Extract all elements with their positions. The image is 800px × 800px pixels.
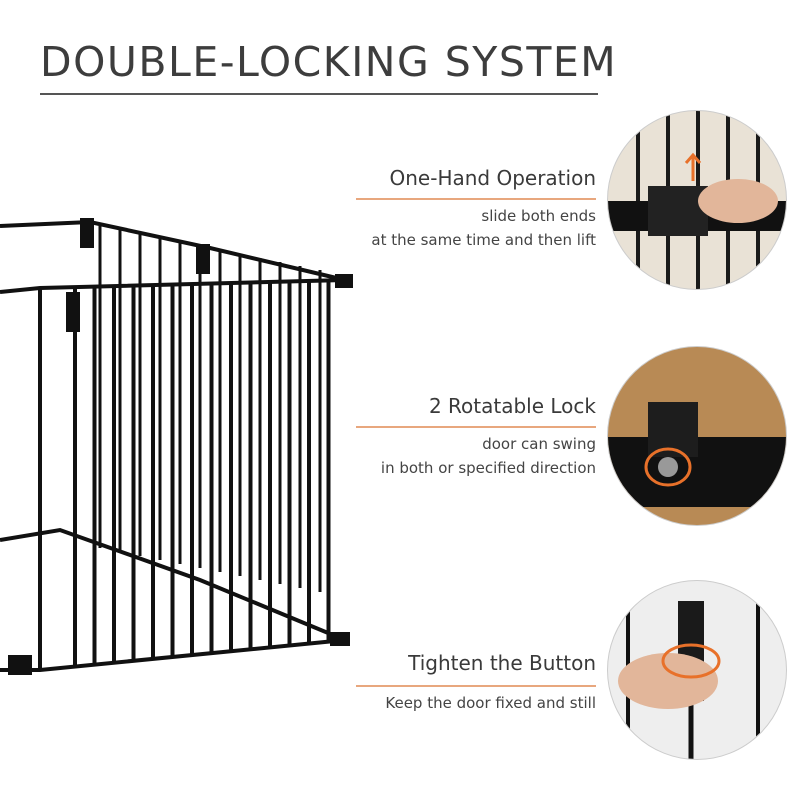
feature-tighten-button: Tighten the Button Keep the door fixed a… — [356, 651, 596, 715]
feature-divider — [356, 685, 596, 687]
rotatable-lock-photo — [607, 346, 787, 526]
feature-one-hand-operation: One-Hand Operation slide both ends at th… — [356, 166, 597, 252]
one-hand-operation-photo — [607, 110, 787, 290]
feature-rotatable-lock: 2 Rotatable Lock door can swing in both … — [356, 394, 596, 480]
feature-desc-line: Keep the door fixed and still — [385, 694, 596, 712]
feature-divider — [356, 426, 596, 428]
feature-desc-line: in both or specified direction — [380, 459, 596, 477]
title-divider — [40, 93, 598, 95]
feature-heading: Tighten the Button — [408, 651, 596, 675]
feature-desc-line: door can swing — [482, 435, 596, 453]
page-title: DOUBLE-LOCKING SYSTEM — [40, 38, 618, 86]
feature-divider — [356, 198, 596, 200]
feature-heading: 2 Rotatable Lock — [428, 394, 596, 418]
pet-playpen-image — [0, 218, 353, 675]
feature-desc-line: slide both ends — [481, 207, 596, 225]
tighten-button-photo — [607, 580, 787, 760]
feature-desc-line: at the same time and then lift — [371, 231, 596, 249]
feature-heading: One-Hand Operation — [389, 166, 597, 190]
